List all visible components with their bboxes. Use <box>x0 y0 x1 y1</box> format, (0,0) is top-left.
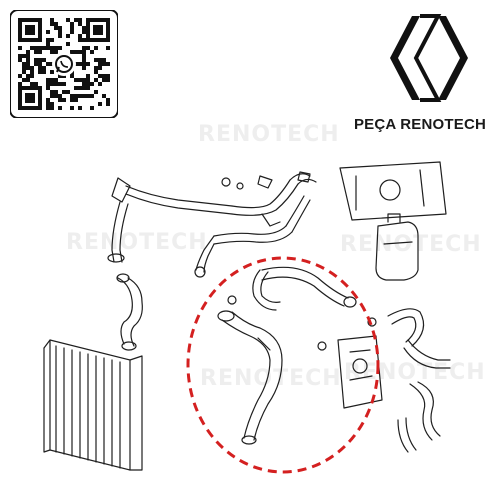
highlight-ellipse <box>186 256 380 474</box>
radiator <box>43 339 143 471</box>
left-s-hose <box>116 273 143 351</box>
whatsapp-icon <box>55 55 73 73</box>
expansion-tank <box>375 213 419 281</box>
upper-right-hose <box>194 173 317 278</box>
watermark-text: RENOTECH <box>200 366 342 391</box>
engine-block <box>339 161 447 221</box>
highlighted-hose <box>217 266 357 445</box>
hose-clamps <box>221 171 377 351</box>
watermark-text: RENOTECH <box>198 122 340 147</box>
brand-title: PEÇA RENOTECH <box>353 116 487 133</box>
watermark-text: RENOTECH <box>340 232 482 257</box>
watermark-text: RENOTECH <box>344 360 486 385</box>
upper-hose <box>107 177 233 263</box>
thermostat-housing <box>337 335 383 409</box>
watermark-text: RENOTECH <box>66 230 208 255</box>
qr-code <box>10 10 118 118</box>
renault-diamond-logo <box>390 14 468 102</box>
right-hoses <box>387 308 451 453</box>
